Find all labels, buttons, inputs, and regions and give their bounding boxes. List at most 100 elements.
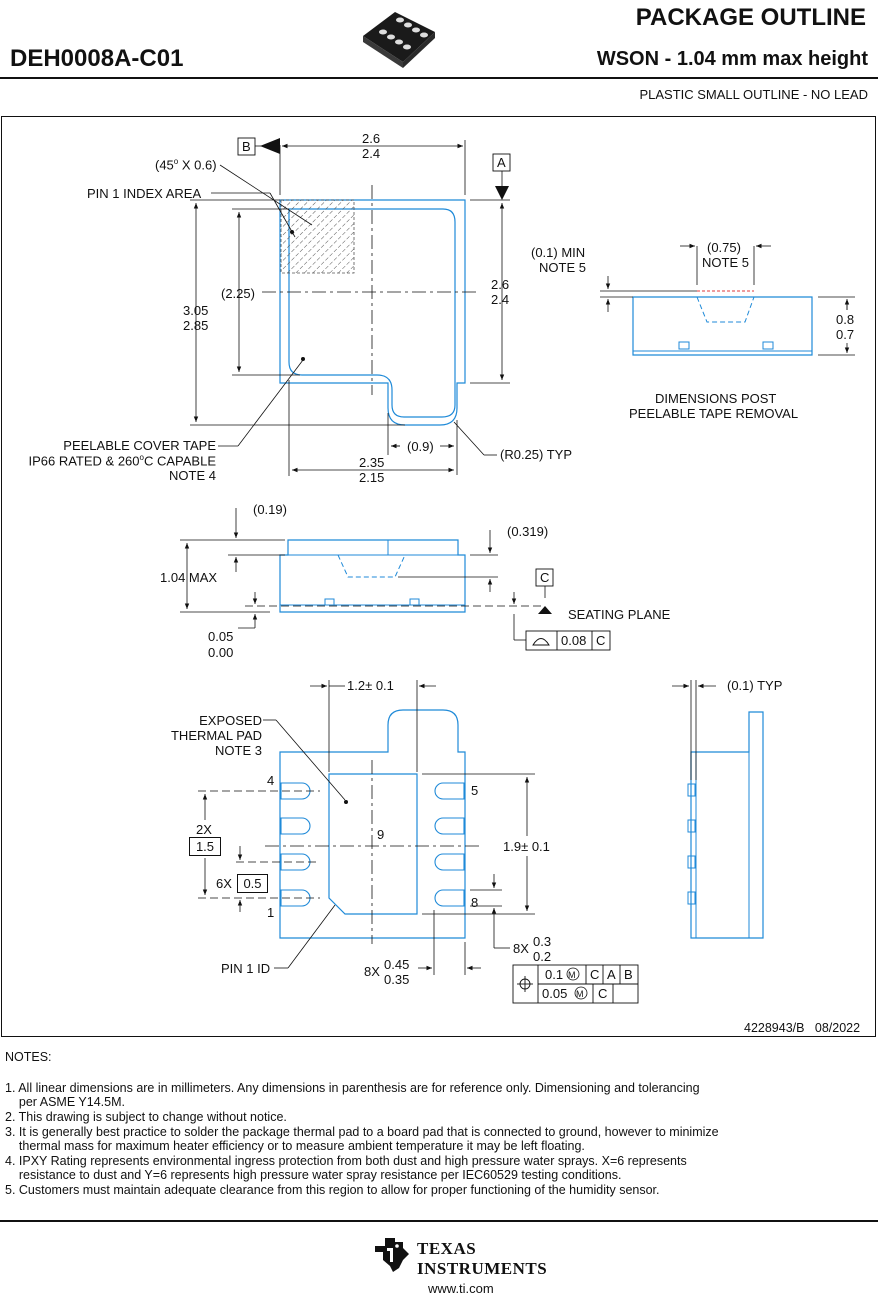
pin1-id: PIN 1 ID: [221, 961, 271, 976]
radius-label: (R0.25) TYP: [500, 447, 573, 462]
lead-l-count: 8X: [364, 964, 380, 979]
note-line-1: 1. All linear dimensions are in millimet…: [5, 1081, 700, 1095]
datum-c-box: [535, 568, 554, 587]
min-label: (0.1) MIN: [531, 245, 586, 260]
post-caption1: DIMENSIONS POST: [655, 391, 777, 406]
tape-line2: IP66 RATED & 260oC CAPABLE: [28, 453, 216, 469]
flatness-datum: C: [596, 633, 606, 648]
notes-title: NOTES:: [5, 1050, 52, 1064]
pad-width: 1.2± 0.1: [347, 678, 394, 693]
pos-tol1: 0.1: [545, 967, 564, 982]
pos-tol2: 0.05: [542, 986, 568, 1001]
post-tape-outline: [632, 296, 813, 356]
ti-brand-line2: INSTRUMENTS: [417, 1259, 548, 1278]
pin5-label: 5: [471, 783, 479, 798]
bottom-max: 2.35: [359, 455, 385, 470]
lead-l-min: 0.35: [384, 972, 410, 987]
tape-line3: NOTE 4: [169, 468, 216, 483]
post-tape-view: [600, 243, 855, 356]
exposed-line2: THERMAL PAD: [170, 728, 262, 743]
post-h-min: 0.7: [836, 327, 855, 342]
doc-number: 4228943/B 08/2022: [744, 1021, 861, 1035]
lead-2: [280, 853, 311, 871]
pad-len: 1.9± 0.1: [503, 839, 550, 854]
flatness-value: 0.08: [561, 633, 587, 648]
lead-l-max: 0.45: [384, 957, 410, 972]
tape-line1: PEELABLE COVER TAPE: [63, 438, 216, 453]
header-rule: [0, 77, 878, 79]
pin1-label: 1: [267, 905, 275, 920]
lead-6: [434, 817, 465, 835]
pitch-count: 2X: [196, 822, 212, 837]
package-subtitle: WSON - 1.04 mm max height: [596, 48, 868, 70]
width-min: 2.4: [362, 146, 381, 161]
ti-url[interactable]: www.ti.com: [428, 1281, 494, 1296]
top-view-outline: [279, 199, 466, 426]
note-line-7: resistance to dust and Y=6 represents hi…: [5, 1168, 622, 1182]
package-outline-title: PACKAGE OUTLINE: [635, 4, 866, 31]
datum-b-label: B: [242, 139, 251, 154]
lead-8: [434, 889, 465, 907]
note-line-3: 2. This drawing is subject to change wit…: [5, 1110, 287, 1124]
lead-1: [280, 889, 311, 907]
pin8-label: 8: [471, 895, 479, 910]
ref-note: NOTE 5: [702, 255, 749, 270]
footer-rule: [0, 1220, 878, 1222]
pos-tol1-datum-a: A: [607, 967, 616, 982]
svg-text:M: M: [576, 989, 584, 999]
standoff-min: 0.00: [208, 645, 234, 660]
width-max: 2.6: [362, 131, 381, 146]
pin4-label: 4: [267, 773, 275, 788]
package-id: DEH0008A-C01: [10, 45, 184, 72]
top-view: [190, 137, 511, 476]
pin1-index-area: [280, 199, 355, 274]
datum-a-box: [492, 153, 511, 172]
overall-max: 3.05: [183, 303, 209, 318]
datum-c-label: C: [540, 570, 550, 585]
note-line-2: per ASME Y14.5M.: [5, 1095, 125, 1109]
ti-logo-icon: [375, 1238, 409, 1272]
pos-tol1-datum-c: C: [590, 967, 600, 982]
lead-w-max: 0.3: [533, 934, 552, 949]
seating-plane: SEATING PLANE: [568, 607, 671, 622]
mmc-icon-2: [574, 986, 588, 1000]
note-line-4: 3. It is generally best practice to sold…: [5, 1125, 719, 1139]
svg-text:M: M: [568, 970, 576, 980]
drawing-frame: [1, 116, 876, 1037]
package-description: PLASTIC SMALL OUTLINE - NO LEAD: [639, 87, 868, 102]
ref-09: (0.9): [407, 439, 434, 454]
ref-019: (0.19): [253, 502, 287, 517]
lead-w-count: 8X: [513, 941, 529, 956]
lead-w-min: 0.2: [533, 949, 552, 964]
side-view: [180, 508, 611, 651]
height-max: 2.6: [491, 277, 510, 292]
pitch-6x-label: 6X: [216, 876, 232, 891]
ref-075: (0.75): [707, 240, 741, 255]
post-caption2: PEELABLE TAPE REMOVAL: [629, 406, 799, 421]
note-line-8: 5. Customers must maintain adequate clea…: [5, 1183, 660, 1197]
ref-225: (2.25): [221, 286, 255, 301]
overall-min: 2.85: [183, 318, 209, 333]
datum-a-label: A: [497, 155, 506, 170]
standoff-max: 0.05: [208, 629, 234, 644]
bottom-min: 2.15: [359, 470, 385, 485]
lead-5: [434, 782, 465, 800]
side-view-outline: [279, 539, 466, 613]
ti-brand-line1: TEXAS: [417, 1239, 477, 1258]
post-h-max: 0.8: [836, 312, 855, 327]
pin9-label: 9: [377, 827, 385, 842]
side-ref: (0.1) TYP: [727, 678, 783, 693]
mmc-icon: [566, 967, 580, 981]
exposed-line1: EXPOSED: [199, 713, 262, 728]
height-min: 2.4: [491, 292, 510, 307]
pin1-index-label: PIN 1 INDEX AREA: [87, 186, 202, 201]
drawing-canvas: M M: [180, 137, 855, 1004]
lead-4: [280, 782, 311, 800]
note-line-6: 4. IPXY Rating represents environmental …: [5, 1154, 687, 1168]
side-view-right: [672, 680, 764, 939]
pos-tol1-datum-b: B: [624, 967, 633, 982]
lead-3: [280, 817, 311, 835]
ref-0319: (0.319): [507, 524, 549, 539]
thermal-pad: [328, 773, 418, 915]
bottom-view-outline: [279, 709, 466, 939]
